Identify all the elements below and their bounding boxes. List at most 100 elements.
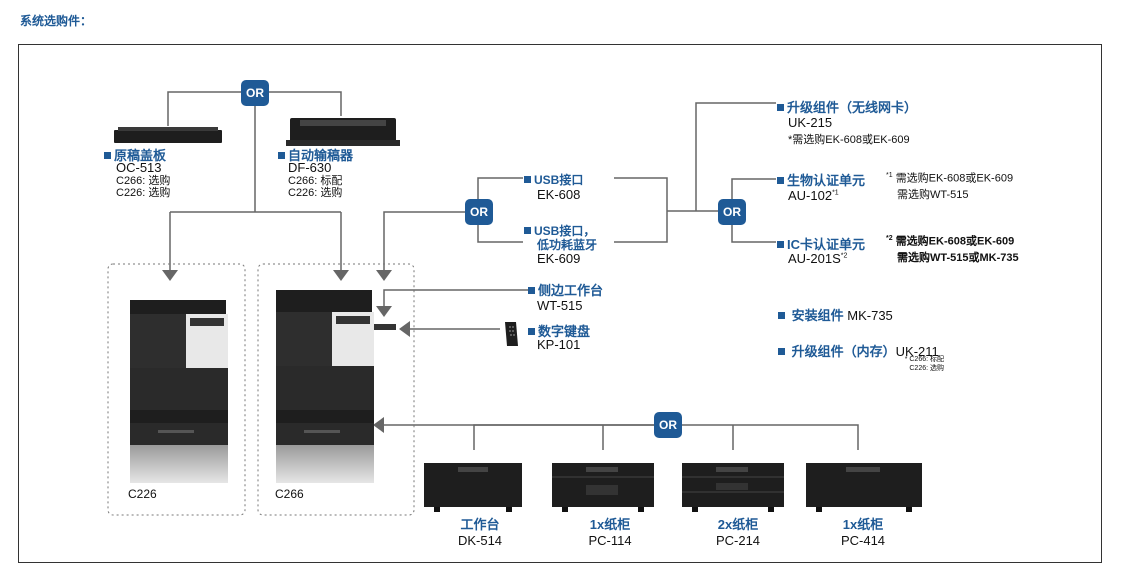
connector-line (695, 102, 776, 211)
oc513-device-icon (114, 127, 222, 143)
or-badge-auth: OR (718, 199, 746, 225)
cabinet-code: PC-114 (588, 533, 632, 548)
cabinet-code: PC-214 (715, 533, 761, 548)
kp101-device-icon (505, 322, 518, 346)
connector-line (731, 224, 776, 243)
c226-box (107, 263, 246, 516)
c226-machine-icon (130, 300, 228, 483)
note2: *2 需选购EK-608或EK-609 需选购WT-515或MK-735 (886, 231, 1019, 266)
bullet-square-icon (528, 287, 535, 294)
au201s-code: AU-201S*2 (788, 251, 847, 266)
oc513-name: 原稿盖板 (104, 145, 166, 164)
uk211-item: 升级组件（内存）UK-211 (778, 341, 939, 360)
au102-mark: *1 (832, 189, 839, 197)
note1: *1 需选购EK-608或EK-609 需选购WT-515 (886, 168, 1013, 203)
arrow-down-icon (376, 270, 392, 281)
uk211-c266: * C266: 标配 (904, 356, 944, 363)
bullet-square-icon (777, 241, 784, 248)
or-badge-cabinets: OR (654, 412, 682, 438)
connector-line (731, 178, 776, 199)
bullet-square-icon (524, 227, 531, 234)
page-title: 系统选购件： (20, 14, 93, 28)
uk211-code: UK-211 (895, 344, 939, 359)
c266-box (257, 263, 415, 516)
au201s-name: IC卡认证单元 (777, 234, 865, 253)
mk735-code: MK-735 (847, 308, 893, 323)
mk735-name: 安装组件 (791, 308, 844, 323)
au102-code: AU-102*1 (788, 188, 839, 203)
note1-line2: 需选购WT-515 (897, 188, 969, 201)
uk215-note: *需选购EK-608或EK-609 (788, 134, 910, 146)
bullet-square-icon (778, 312, 785, 319)
connector-line (614, 177, 668, 243)
pc114-device-icon (552, 463, 654, 512)
bullet-square-icon (524, 176, 531, 183)
ek608-code: EK-608 (537, 187, 581, 202)
connector-line (477, 177, 523, 201)
arrow-down-icon (333, 270, 349, 281)
au102-name: 生物认证单元 (777, 170, 865, 189)
kp101-name-text: 数字键盘 (538, 324, 591, 339)
uk211-name: 升级组件（内存） (791, 344, 896, 359)
ek609-code: EK-609 (537, 251, 581, 266)
oc513-c266: C266: 选购 (116, 175, 171, 187)
df630-name-text: 自动输稿器 (288, 148, 354, 163)
arrow-left-icon (399, 321, 410, 337)
df630-device-icon (286, 118, 400, 146)
or-badge-usb: OR (465, 199, 493, 225)
au201s-code-text: AU-201S (788, 251, 841, 266)
c226-label: C226 (128, 487, 157, 501)
kp101-name: 数字键盘 (528, 321, 590, 340)
df630-c226: C226: 选购 (288, 187, 343, 199)
bullet-square-icon (278, 152, 285, 159)
cabinet-name: 1x纸柜 (842, 517, 884, 532)
bullet-square-icon (778, 348, 785, 355)
ek609-name-line1: USB接口， (534, 224, 596, 238)
df630-name: 自动输稿器 (278, 145, 353, 164)
bullet-square-icon (528, 328, 535, 335)
ek609-name-line2: 低功耗蓝牙 (537, 238, 598, 252)
diagram-frame (18, 44, 1102, 563)
cabinet-pc414: 1x纸柜 PC-414 (813, 514, 913, 548)
df630-code: DF-630 (288, 160, 332, 175)
ek609-name: USB接口， (524, 222, 595, 239)
cabinet-pc114: 1x纸柜 PC-114 (560, 514, 660, 548)
mk735-item: 安装组件 MK-735 (778, 305, 893, 324)
pc214-device-icon (682, 463, 784, 512)
c266-machine-icon (276, 290, 396, 483)
df630-c266: C266: 标配 (288, 175, 343, 187)
connector-line (383, 289, 533, 306)
connector-line (477, 225, 523, 243)
arrow-down-icon (162, 270, 178, 281)
cabinet-code: DK-514 (457, 533, 503, 548)
pc414-device-icon (806, 463, 922, 512)
cabinet-name: 工作台 (460, 517, 500, 532)
cabinet-name: 2x纸柜 (717, 517, 759, 532)
dk514-device-icon (424, 463, 522, 512)
bullet-square-icon (104, 152, 111, 159)
ek608-name-text: USB接口 (534, 173, 584, 187)
note2-mark: *2 (886, 235, 893, 242)
au102-name-text: 生物认证单元 (787, 173, 866, 188)
wt515-name: 侧边工作台 (528, 280, 603, 299)
c266-label: C266 (275, 487, 304, 501)
connector-line (383, 211, 465, 270)
or-badge-originals: OR (241, 80, 269, 106)
ek608-name: USB接口 (524, 171, 583, 188)
cabinet-pc214: 2x纸柜 PC-214 (688, 514, 788, 548)
kp101-code: KP-101 (537, 337, 581, 352)
uk215-name: 升级组件（无线网卡） (777, 97, 917, 116)
note2-line1: 需选购EK-608或EK-609 (895, 235, 1015, 248)
uk215-code: UK-215 (788, 115, 833, 130)
au201s-mark: *2 (840, 252, 848, 260)
cabinet-name: 1x纸柜 (589, 517, 631, 532)
note1-mark: *1 (886, 172, 893, 179)
note1-line1: 需选购EK-608或EK-609 (895, 172, 1014, 185)
wt515-code: WT-515 (537, 298, 583, 313)
arrow-left-icon (373, 417, 384, 433)
bullet-square-icon (777, 104, 784, 111)
uk215-name-text: 升级组件（无线网卡） (787, 100, 918, 115)
cabinet-code: PC-414 (840, 533, 886, 548)
au201s-name-text: IC卡认证单元 (787, 237, 866, 252)
